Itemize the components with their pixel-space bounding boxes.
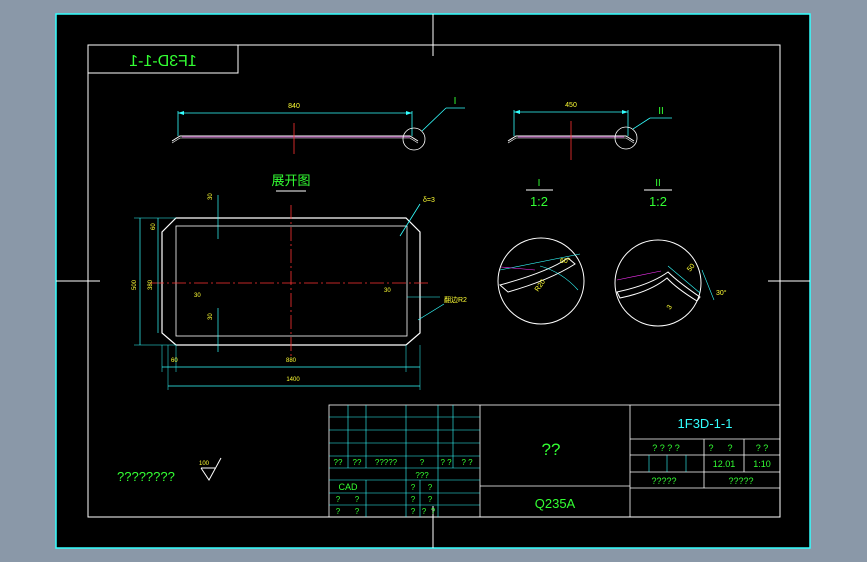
roughness-value: 100 — [199, 461, 210, 467]
row1-cell-1: ?? — [334, 458, 343, 467]
dim-top-offset: 30 — [208, 193, 214, 200]
row1-cell-2: ?? — [353, 458, 362, 467]
side-view: 450 II — [507, 102, 672, 160]
detail-2-dim-b: 3 — [666, 304, 674, 311]
detail-2-scale: 1:2 — [649, 194, 667, 209]
detail-1-scale: 1:2 — [530, 194, 548, 209]
sheets-left: ????? — [651, 476, 676, 486]
cad-cell-2: ? — [428, 483, 433, 492]
dim-left-a: 60 — [151, 223, 157, 230]
dim-center-left: 30 — [194, 293, 201, 299]
drawing-number: 1F3D-1-1 — [678, 416, 733, 431]
detail-2-angle: 30° — [716, 289, 727, 297]
surface-note: ???????? 100 — [117, 457, 222, 484]
header-cell-1: ? ? ? ? — [652, 443, 680, 453]
row4-cell-4: ? — [422, 507, 427, 516]
row4-cell-2: ? — [355, 507, 360, 516]
mirrored-number-box — [87, 44, 239, 74]
dim-left-b: 380 — [148, 279, 154, 290]
detail-1-angle: 60° — [560, 257, 571, 265]
scale-value: 1:10 — [753, 459, 771, 469]
row1-cell-4: ? — [420, 458, 425, 467]
bend-note: 翻边R2 — [444, 295, 467, 304]
flat-pattern: 展开图 δ=3 30 60 380 500 30 30 30 翻边R2 — [132, 173, 467, 390]
row3-cell-1: ? — [336, 495, 341, 504]
part-name: ?? — [542, 440, 561, 459]
weight-value: 12.01 — [713, 459, 736, 469]
callout-detail-1: I — [454, 96, 457, 107]
dim-overall-width: 1400 — [286, 377, 300, 383]
row4-cell-1: ? — [336, 507, 341, 516]
dim-bottom-offset: 30 — [208, 313, 214, 320]
detail-2: II 1:2 50 30° 3 — [614, 178, 727, 327]
drawing-paper — [55, 13, 811, 549]
row1-cell-3: ????? — [375, 458, 398, 467]
top-view-length-dim: 840 — [288, 103, 300, 110]
row3-cell-3: ? — [411, 495, 416, 504]
thickness-note: δ=3 — [423, 197, 435, 204]
cad-label: CAD — [338, 482, 358, 492]
cad-cell-1: ? — [411, 483, 416, 492]
material: Q235A — [535, 496, 576, 511]
detail-1: I 1:2 60° R20 — [497, 178, 585, 325]
sheets-right: ????? — [728, 476, 753, 486]
detail-1-label: I — [538, 178, 541, 189]
header-cell-4: ? ? — [756, 443, 769, 453]
header-cell-2: ? — [708, 443, 713, 453]
callout-detail-2: II — [658, 106, 664, 117]
row3-cell-2: ? — [355, 495, 360, 504]
dim-corner: 60 — [171, 358, 178, 364]
side-view-length-dim: 450 — [565, 102, 577, 109]
dim-inner-width: 880 — [286, 358, 297, 364]
row3-cell-4: ? — [428, 495, 433, 504]
title-block — [328, 404, 781, 518]
header-cell-3: ? — [727, 443, 732, 453]
title-block-text: 1F3D-1-1 ?? Q235A ? ? ? ? ? ? ? ? 12.01 … — [334, 416, 771, 516]
dim-center-right: 30 — [384, 288, 391, 294]
mirrored-drawing-number: 1F3D-1-1 — [129, 53, 197, 70]
row4-cell-3: ? — [411, 507, 416, 516]
top-view: 840 I — [171, 96, 465, 154]
row1-cell-6: ? ? — [461, 458, 473, 467]
detail-2-label: II — [655, 178, 661, 189]
flat-pattern-title: 展开图 — [271, 173, 310, 188]
surface-note-text: ???????? — [117, 469, 175, 484]
row1-cell-5: ? ? — [440, 458, 452, 467]
detail-2-dim-a: 50 — [686, 263, 696, 274]
row2-mid: ??? — [415, 471, 429, 480]
row4-cell-5: ? — [431, 507, 436, 516]
dim-overall-height: 500 — [132, 279, 138, 290]
centering-marks — [56, 14, 810, 548]
